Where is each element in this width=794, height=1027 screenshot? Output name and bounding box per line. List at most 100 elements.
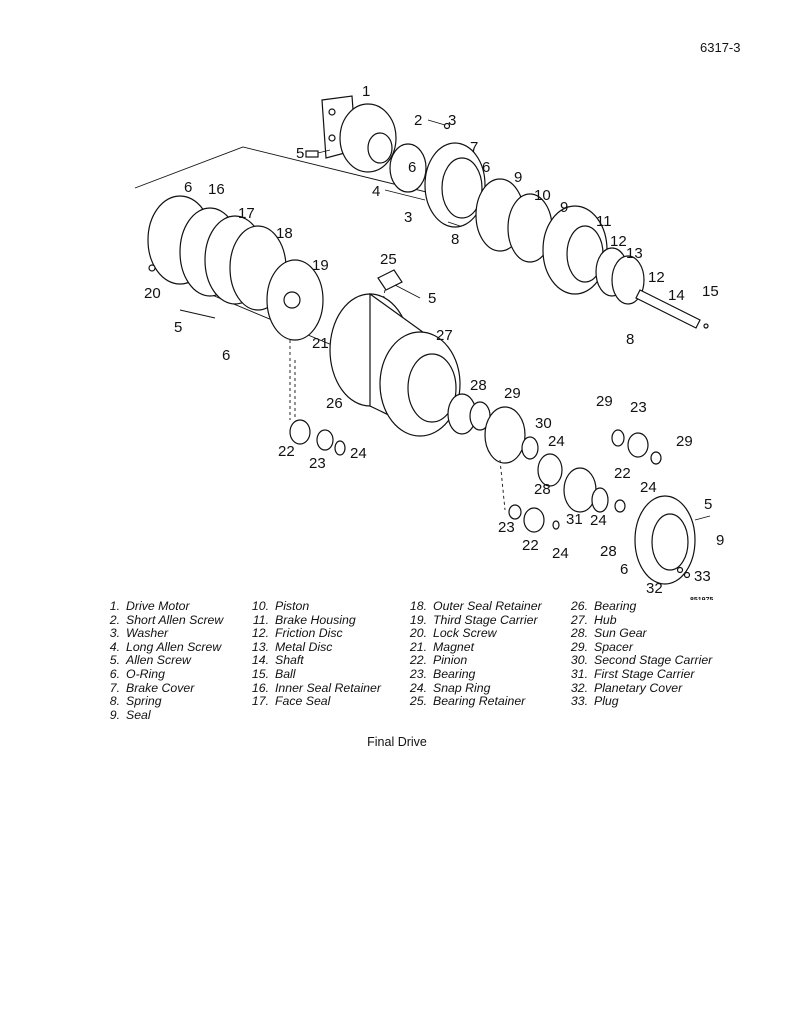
- callout: 29: [504, 385, 521, 402]
- callout: 24: [350, 445, 367, 462]
- callout: 22: [522, 537, 539, 554]
- legend-item: 3.Washer: [109, 626, 169, 641]
- callout: 6: [222, 347, 230, 364]
- page-number: 6317-3: [700, 40, 741, 55]
- callout: 9: [514, 169, 522, 186]
- legend-item: 24.Snap Ring: [409, 680, 491, 695]
- legend-item: 6.O-Ring: [109, 666, 165, 681]
- legend-item: 15.Ball: [251, 666, 296, 681]
- drive-motor-part: [321, 95, 397, 173]
- callout: 6: [620, 561, 628, 578]
- legend-item: 12.Friction Disc: [251, 626, 343, 641]
- exploded-view-diagram: 1 2 3 5 6 7 6 4 3 8 9 10 9 11 12 13 12 1…: [134, 83, 724, 600]
- callout: 24: [548, 433, 565, 450]
- legend-item: 32.Planetary Cover: [570, 680, 683, 695]
- figure-code: 851975: [690, 597, 713, 600]
- callout: 9: [716, 532, 724, 549]
- callout: 10: [534, 187, 551, 204]
- legend-item: 8.Spring: [109, 694, 162, 709]
- callout: 15: [702, 283, 719, 300]
- callout: 24: [640, 479, 657, 496]
- legend-item: 29.Spacer: [570, 639, 633, 654]
- callout: 4: [372, 183, 380, 200]
- legend-item: 31.First Stage Carrier: [570, 666, 695, 681]
- callout: 3: [404, 209, 412, 226]
- legend-column-4: 26.Bearing 27.Hub 28.Sun Gear 29.Spacer …: [570, 599, 713, 709]
- callout: 13: [626, 245, 643, 262]
- legend-item: 9.Seal: [109, 707, 151, 722]
- callout: 24: [590, 512, 607, 529]
- legend-item: 2.Short Allen Screw: [109, 612, 224, 627]
- callout: 6: [408, 159, 416, 176]
- callout: 32: [646, 580, 663, 597]
- callout: 31: [566, 511, 583, 528]
- parts-legend: 1.Drive Motor 2.Short Allen Screw 3.Wash…: [108, 599, 748, 730]
- callout: 29: [676, 433, 693, 450]
- callout: 5: [174, 319, 182, 336]
- legend-item: 21.Magnet: [409, 639, 475, 654]
- callout: 33: [694, 568, 711, 585]
- callout: 5: [296, 145, 304, 162]
- callout: 1: [362, 83, 370, 100]
- legend-item: 25.Bearing Retainer: [409, 694, 526, 709]
- legend-column-3: 18.Outer Seal Retainer 19.Third Stage Ca…: [409, 599, 542, 709]
- legend-item: 33.Plug: [570, 694, 619, 709]
- legend-item: 19.Third Stage Carrier: [409, 612, 538, 627]
- callout: 23: [630, 399, 647, 416]
- callout: 27: [436, 327, 453, 344]
- callout: 9: [560, 199, 568, 216]
- callout: 23: [498, 519, 515, 536]
- callout: 26: [326, 395, 343, 412]
- callout: 20: [144, 285, 161, 302]
- legend-item: 27.Hub: [570, 612, 617, 627]
- callout: 5: [704, 496, 712, 513]
- callout: 6: [184, 179, 192, 196]
- callout: 16: [208, 181, 225, 198]
- callout: 12: [648, 269, 665, 286]
- callout: 14: [668, 287, 685, 304]
- legend-item: 7.Brake Cover: [109, 680, 195, 695]
- legend-item: 20.Lock Screw: [409, 626, 497, 641]
- legend-item: 14.Shaft: [251, 653, 304, 668]
- legend-item: 28.Sun Gear: [570, 626, 647, 641]
- callout: 6: [482, 159, 490, 176]
- callout: 18: [276, 225, 293, 242]
- legend-item: 11.Brake Housing: [252, 612, 356, 627]
- callout: 29: [596, 393, 613, 410]
- legend-column-2: 10.Piston 11.Brake Housing 12.Friction D…: [251, 599, 381, 709]
- callout: 5: [428, 290, 436, 307]
- legend-item: 13.Metal Disc: [251, 639, 333, 654]
- figure-caption: Final Drive: [367, 735, 427, 749]
- callout: 8: [451, 231, 459, 248]
- legend-item: 26.Bearing: [570, 599, 637, 613]
- legend-column-1: 1.Drive Motor 2.Short Allen Screw 3.Wash…: [108, 599, 224, 722]
- legend-item: 5.Allen Screw: [109, 653, 191, 668]
- legend-item: 4.Long Allen Screw: [109, 639, 222, 654]
- callout: 22: [278, 443, 295, 460]
- legend-item: 10.Piston: [251, 599, 310, 613]
- callout: 30: [535, 415, 552, 432]
- callout: 19: [312, 257, 329, 274]
- callout: 28: [534, 481, 551, 498]
- callout: 7: [470, 139, 478, 156]
- legend-item: 18.Outer Seal Retainer: [409, 599, 542, 613]
- callout: 23: [309, 455, 326, 472]
- callout: 2: [414, 112, 422, 129]
- legend-item: 1.Drive Motor: [109, 599, 190, 613]
- callout: 28: [600, 543, 617, 560]
- legend-item: 22.Pinion: [409, 653, 468, 668]
- legend-item: 16.Inner Seal Retainer: [251, 680, 381, 695]
- legend-item: 17.Face Seal: [251, 694, 331, 709]
- callout: 21: [312, 335, 329, 352]
- callout: 24: [552, 545, 569, 562]
- callout: 17: [238, 205, 255, 222]
- callout: 11: [596, 213, 612, 230]
- legend-item: 30.Second Stage Carrier: [570, 653, 713, 668]
- callout: 28: [470, 377, 487, 394]
- legend-item: 23.Bearing: [409, 666, 476, 681]
- callout: 12: [610, 233, 627, 250]
- callout: 8: [626, 331, 634, 348]
- callout: 25: [380, 251, 397, 268]
- callout: 22: [614, 465, 631, 482]
- callout: 3: [448, 112, 456, 129]
